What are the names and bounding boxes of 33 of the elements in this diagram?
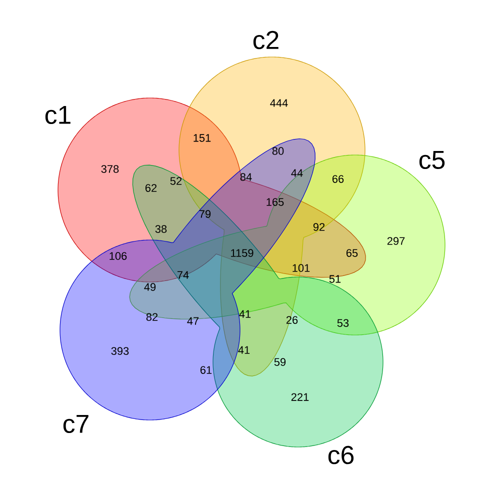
region-count: 74 bbox=[177, 271, 189, 279]
region-count: 378 bbox=[101, 165, 119, 173]
region-count: 1159 bbox=[231, 249, 254, 257]
region-count: 51 bbox=[329, 275, 341, 283]
region-count: 393 bbox=[111, 347, 129, 355]
region-count: 61 bbox=[200, 366, 212, 374]
region-count: 41 bbox=[238, 346, 250, 354]
region-count: 84 bbox=[240, 173, 252, 181]
region-count: 26 bbox=[286, 316, 298, 324]
region-count: 65 bbox=[346, 249, 358, 257]
region-count: 82 bbox=[146, 313, 158, 321]
region-count: 38 bbox=[155, 225, 167, 233]
region-count: 59 bbox=[274, 358, 286, 366]
region-count: 53 bbox=[337, 319, 349, 327]
region-count: 165 bbox=[266, 198, 284, 206]
region-count: 151 bbox=[194, 134, 211, 142]
region-count: 221 bbox=[291, 393, 309, 401]
region-count: 297 bbox=[387, 237, 405, 245]
region-count: 44 bbox=[291, 169, 303, 177]
region-count: 52 bbox=[170, 177, 182, 185]
region-count: 106 bbox=[110, 252, 127, 260]
node-label: c6 bbox=[328, 446, 354, 464]
region-count: 47 bbox=[187, 317, 199, 325]
region-count: 49 bbox=[144, 283, 156, 291]
region-count: 66 bbox=[332, 175, 344, 183]
region-count: 62 bbox=[145, 184, 157, 192]
node-label: c2 bbox=[253, 30, 278, 50]
region-count: 79 bbox=[199, 210, 211, 218]
region-count: 80 bbox=[272, 147, 284, 155]
region-count: 92 bbox=[313, 223, 325, 231]
region-count: 444 bbox=[270, 99, 288, 107]
region-count: 41 bbox=[239, 310, 251, 318]
region-count: 101 bbox=[292, 264, 310, 272]
